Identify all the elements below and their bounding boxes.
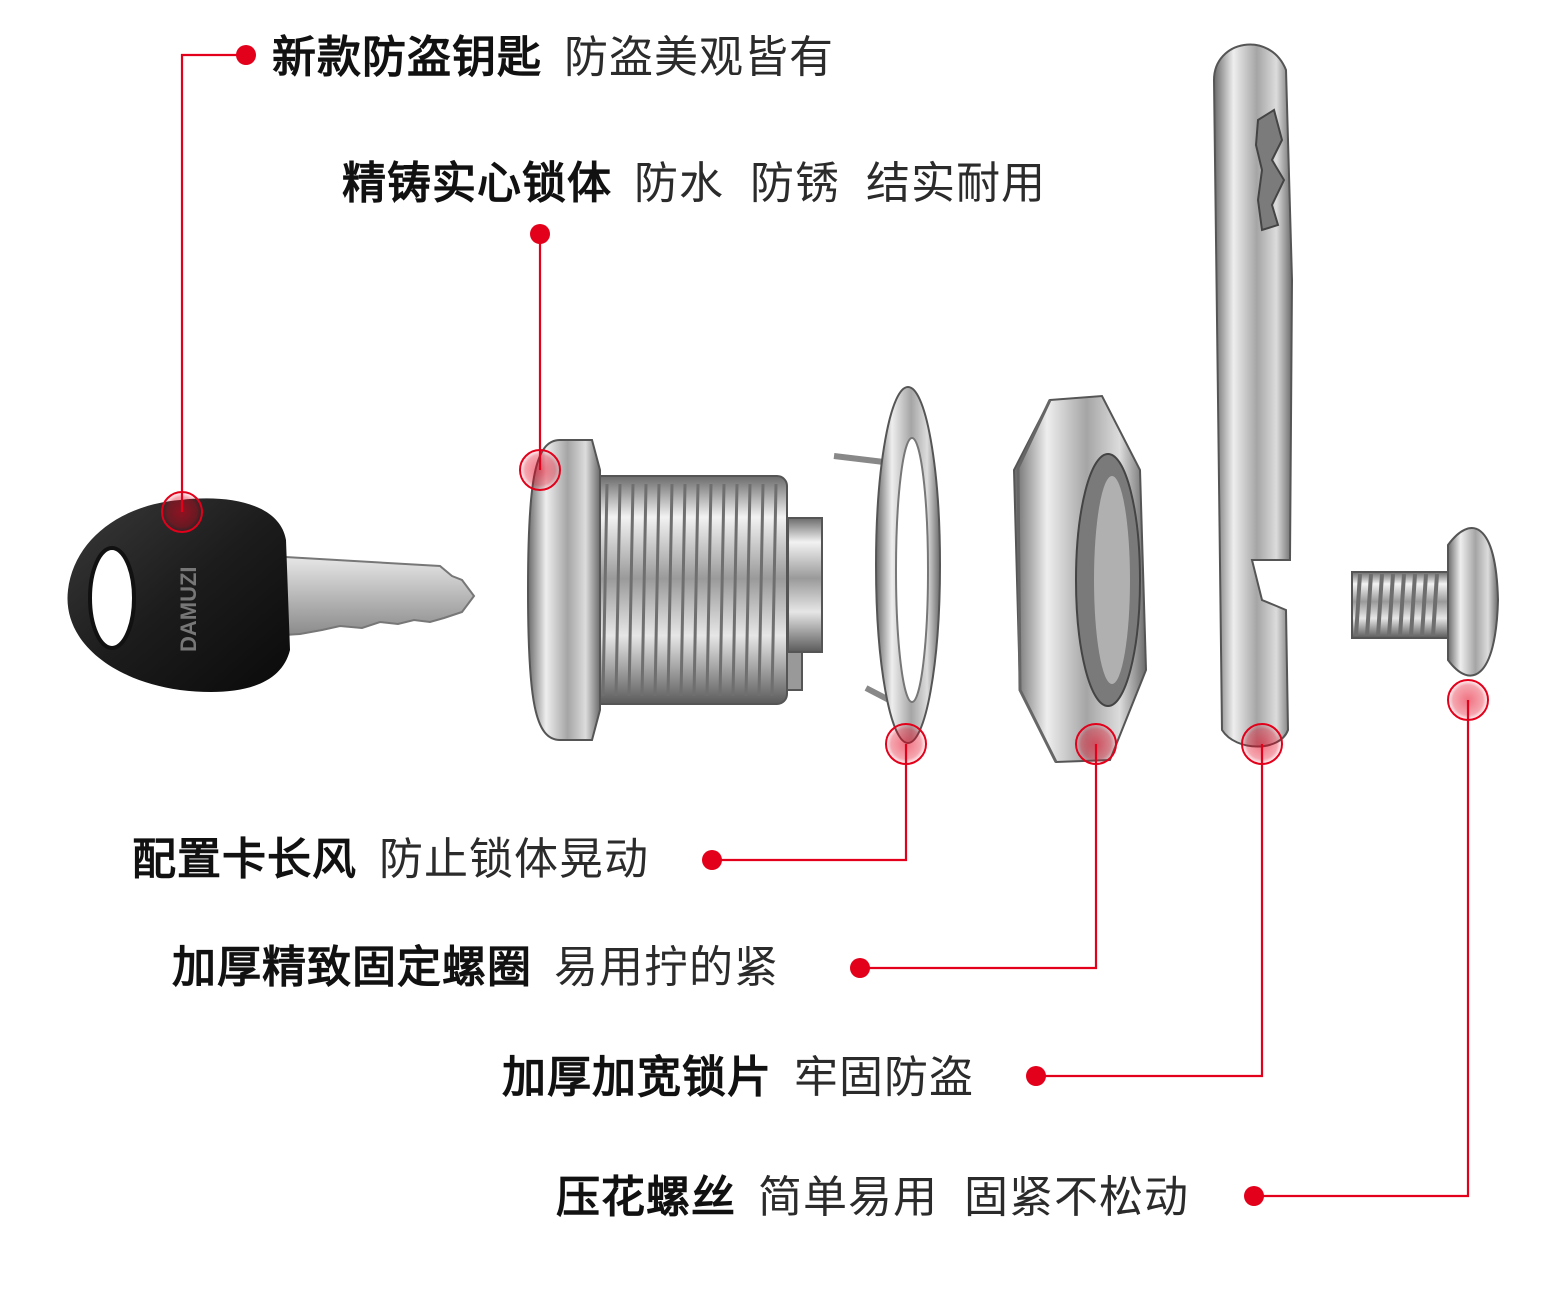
screw-thread-ridge xyxy=(1420,573,1428,637)
callout-nut-title: 加厚精致固定螺圈 xyxy=(172,942,532,993)
callout-spring-clip-desc: 防止锁体晃动 xyxy=(379,834,649,885)
callout-cam-plate-title: 加厚加宽锁片 xyxy=(502,1052,772,1103)
spring-clip-prong-top xyxy=(833,453,885,465)
screw-thread-ridge xyxy=(1365,573,1373,637)
lock-square-shaft xyxy=(787,517,823,653)
callout-lock-body: 精铸实心锁体防水防锈结实耐用 xyxy=(342,162,1046,206)
part-marker-spring-clip xyxy=(885,723,927,765)
thread-ridge xyxy=(705,483,713,697)
spring-clip-part xyxy=(833,386,941,744)
part-marker-lock-body xyxy=(519,449,561,491)
nut-face-edge xyxy=(1016,399,1058,763)
leader-line-key xyxy=(180,53,246,512)
screw-part xyxy=(1351,527,1500,677)
leader-dot-nut xyxy=(850,958,870,978)
thread-ridge xyxy=(744,483,752,697)
key-ring-hole xyxy=(88,546,136,650)
screw-head xyxy=(1447,527,1500,677)
callout-screw-desc: 简单易用固紧不松动 xyxy=(758,1172,1189,1223)
screw-thread-ridge xyxy=(1398,573,1406,637)
thread-ridge xyxy=(627,483,635,697)
callout-markers xyxy=(161,45,1489,1206)
key-part: DAMUZI xyxy=(67,498,476,692)
callout-leaders xyxy=(180,53,1470,1198)
thread-ridge xyxy=(614,483,622,697)
leader-dot-cam-plate xyxy=(1026,1066,1046,1086)
screw-thread-ridge xyxy=(1376,573,1384,637)
lock-threads xyxy=(588,483,778,697)
leader-dot-spring-clip xyxy=(702,850,722,870)
screw-thread-ridge xyxy=(1409,573,1417,637)
hex-nut-part xyxy=(1012,394,1148,764)
thread-ridge xyxy=(770,483,778,697)
thread-ridge xyxy=(653,483,661,697)
leader-line-cam-plate xyxy=(1036,744,1264,1078)
callout-spring-clip-title: 配置卡长风 xyxy=(132,834,357,885)
screw-thread-ridge xyxy=(1354,573,1362,637)
callout-nut-desc: 易用拧的紧 xyxy=(554,942,779,993)
screw-thread-ridge xyxy=(1387,573,1395,637)
thread-ridge xyxy=(640,483,648,697)
callout-screw-desc-1: 简单易用 xyxy=(758,1172,938,1223)
callout-lock-body-title: 精铸实心锁体 xyxy=(342,158,612,209)
key-blade xyxy=(267,554,476,638)
callout-cam-plate: 加厚加宽锁片牢固防盗 xyxy=(502,1056,974,1100)
thread-ridge xyxy=(718,483,726,697)
callout-cam-plate-desc: 牢固防盗 xyxy=(794,1052,974,1103)
leader-line-nut xyxy=(860,744,1098,970)
callout-key-desc-1: 防盗美观皆有 xyxy=(564,32,834,83)
thread-ridge xyxy=(692,483,700,697)
callout-key-title: 新款防盗钥匙 xyxy=(272,32,542,83)
leader-dot-screw xyxy=(1244,1186,1264,1206)
spring-clip-inner xyxy=(895,437,929,703)
cam-plate-slot xyxy=(1254,108,1286,232)
cam-plate-part xyxy=(1212,43,1294,748)
callout-nut: 加厚精致固定螺圈易用拧的紧 xyxy=(172,946,779,990)
callout-nut-desc-1: 易用拧的紧 xyxy=(554,942,779,993)
part-marker-key xyxy=(161,491,203,533)
part-marker-screw xyxy=(1447,679,1489,721)
thread-ridge xyxy=(601,483,609,697)
callout-lock-body-desc-1: 防水 xyxy=(634,158,724,209)
leader-dot-key xyxy=(236,45,256,65)
callout-lock-body-desc-2: 防锈 xyxy=(750,158,840,209)
thread-ridge xyxy=(679,483,687,697)
callout-screw: 压花螺丝简单易用固紧不松动 xyxy=(556,1176,1189,1220)
callout-cam-plate-desc-1: 牢固防盗 xyxy=(794,1052,974,1103)
cam-plate-body xyxy=(1212,43,1294,748)
thread-ridge xyxy=(731,483,739,697)
callout-key-desc: 防盗美观皆有 xyxy=(564,32,834,83)
leader-dot-lock-body xyxy=(530,224,550,244)
thread-ridge xyxy=(757,483,765,697)
screw-thread-ridge xyxy=(1431,573,1439,637)
leader-line-spring-clip xyxy=(712,744,908,862)
part-marker-nut xyxy=(1075,723,1117,765)
callout-lock-body-desc-3: 结实耐用 xyxy=(866,158,1046,209)
callout-screw-title: 压花螺丝 xyxy=(556,1172,736,1223)
leader-line-screw xyxy=(1254,700,1470,1198)
callout-spring-clip: 配置卡长风防止锁体晃动 xyxy=(132,838,649,882)
key-brand-text: DAMUZI xyxy=(176,566,201,652)
lock-body-part xyxy=(526,439,823,741)
screw-threads xyxy=(1354,573,1439,637)
thread-ridge xyxy=(666,483,674,697)
part-marker-cam-plate xyxy=(1241,723,1283,765)
callout-spring-clip-desc-1: 防止锁体晃动 xyxy=(379,834,649,885)
callout-screw-desc-2: 固紧不松动 xyxy=(964,1172,1189,1223)
nut-hole-inner xyxy=(1094,476,1130,684)
callout-lock-body-desc: 防水防锈结实耐用 xyxy=(634,158,1046,209)
callout-key: 新款防盗钥匙防盗美观皆有 xyxy=(272,36,834,80)
